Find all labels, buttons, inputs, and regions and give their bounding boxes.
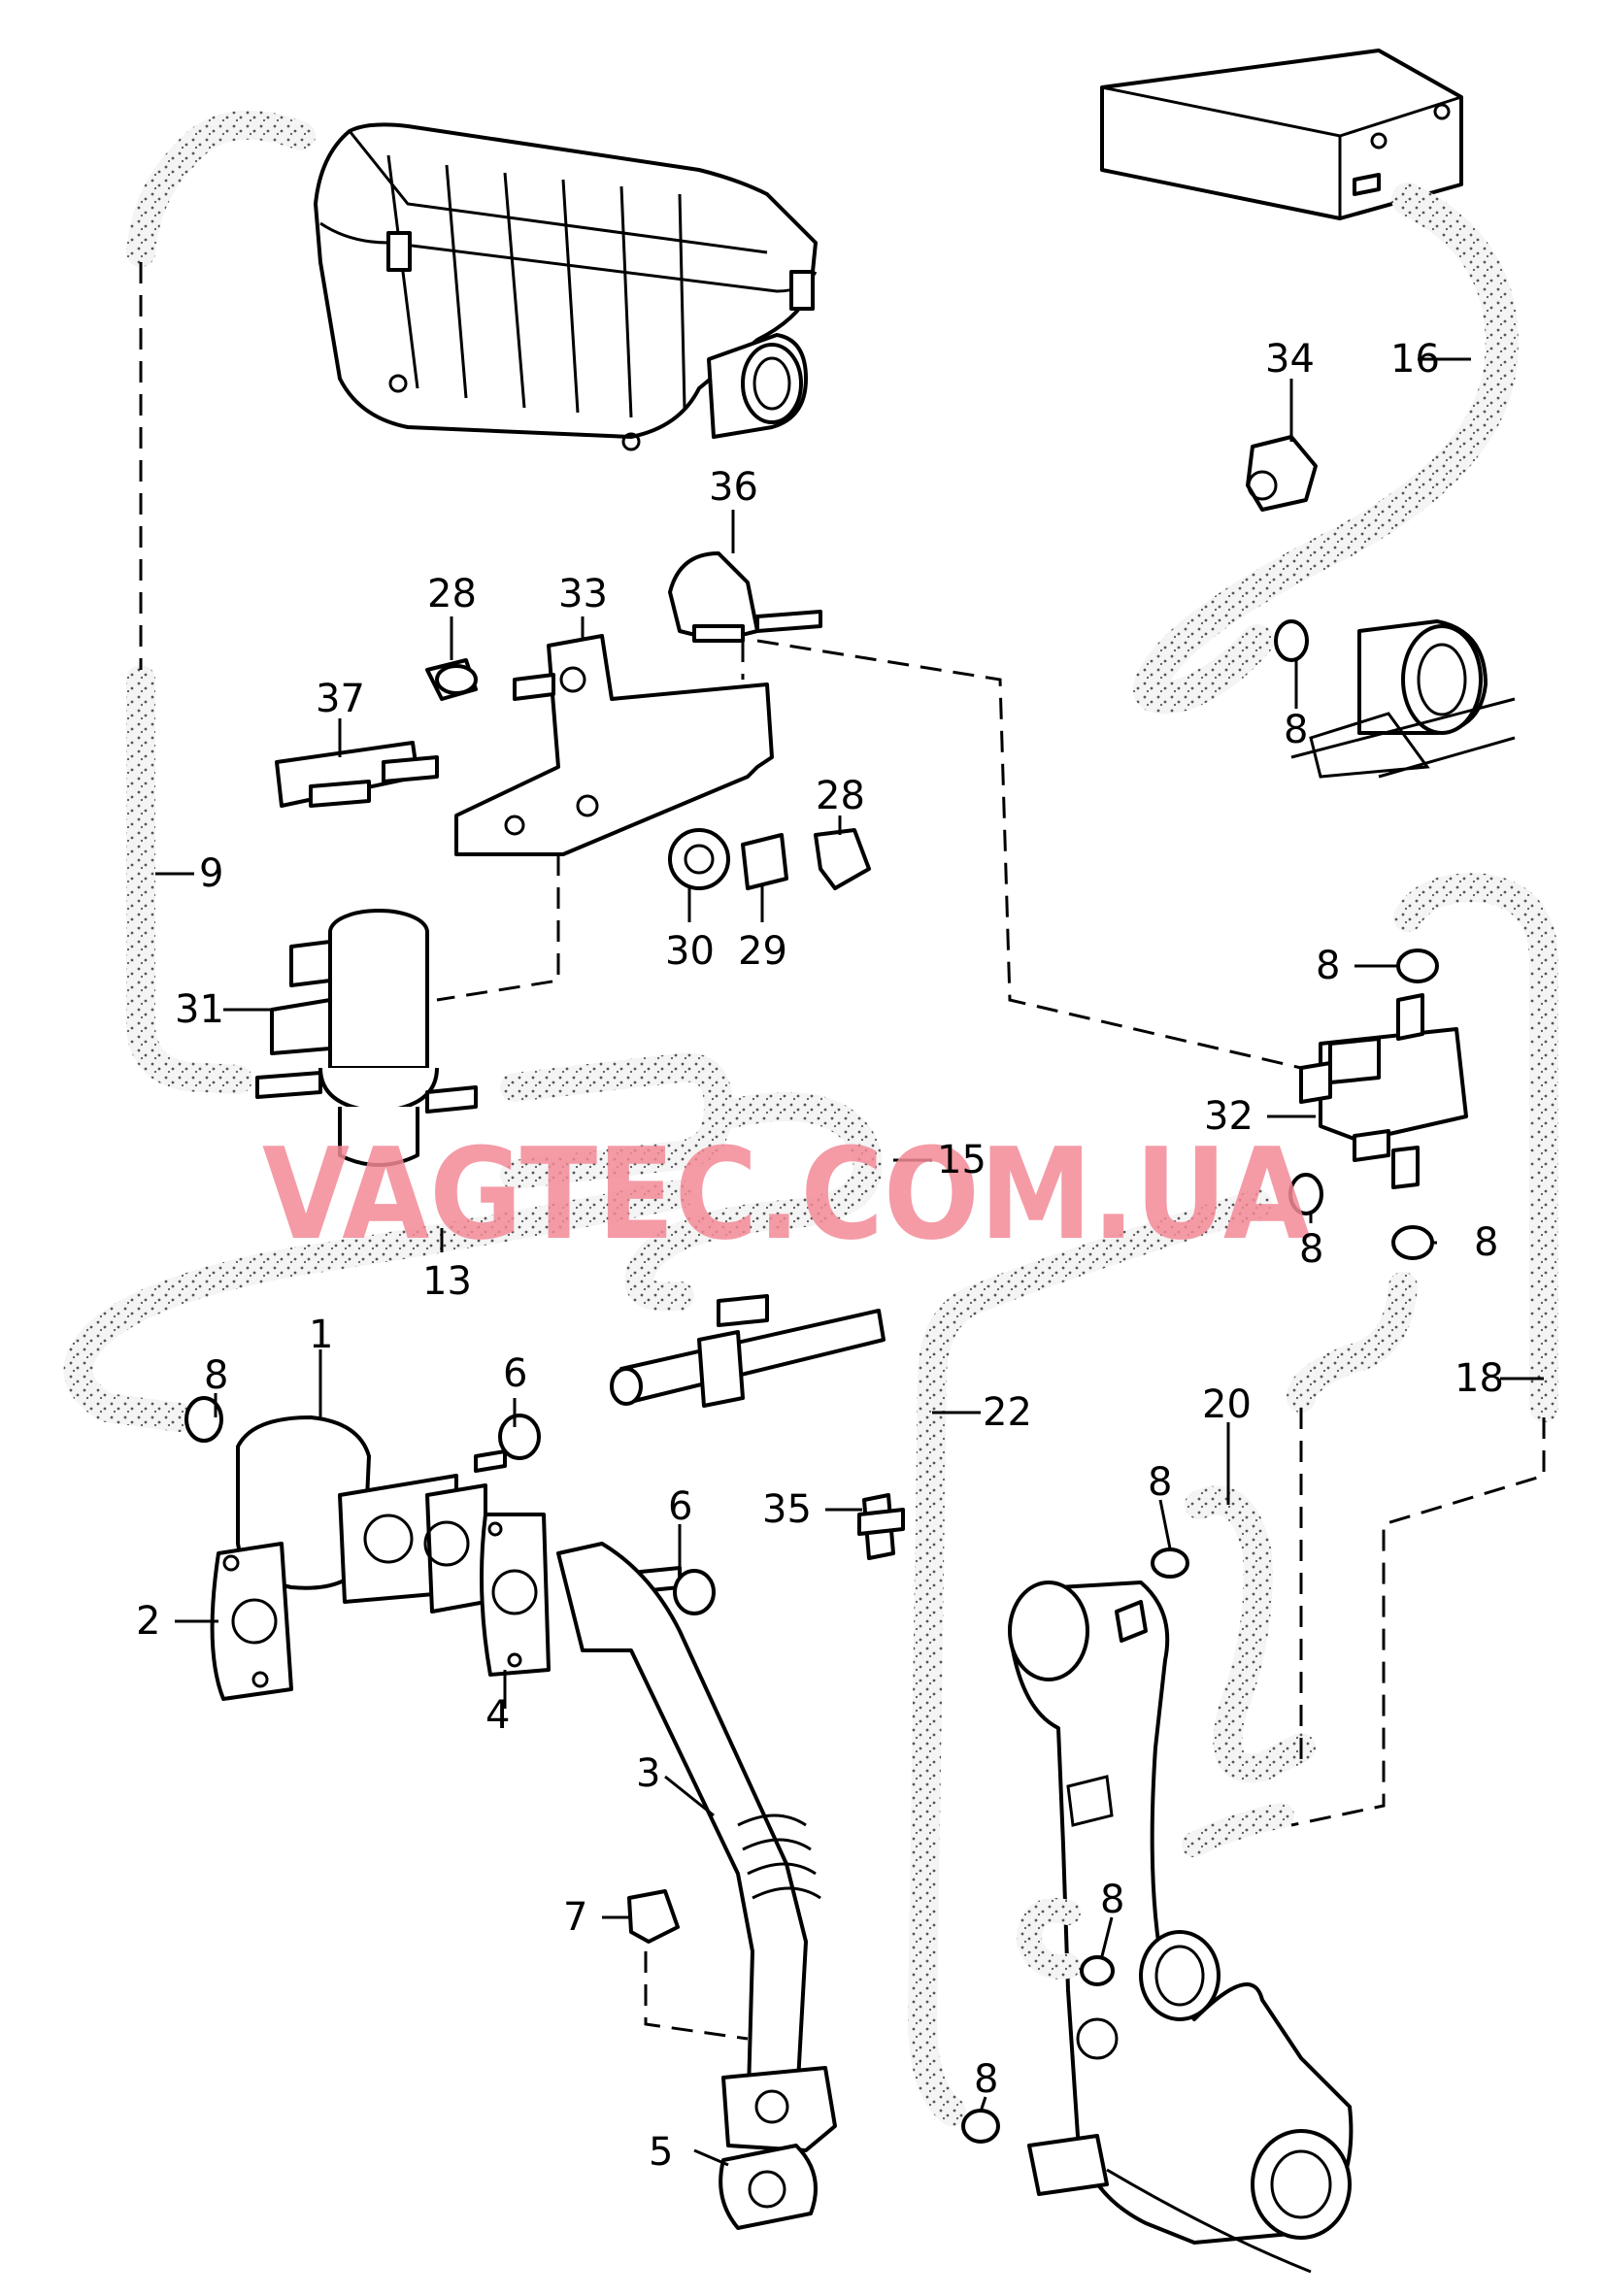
sleeve-29 (741, 833, 788, 890)
callout-8-valve-b: 8 (1299, 1227, 1323, 1272)
callout-7: 7 (563, 1895, 587, 1940)
egr-pipe-3 (556, 1542, 837, 2152)
bushing-30 (668, 828, 730, 890)
hose-20 (1287, 1272, 1418, 1413)
bracket-36 (668, 551, 822, 643)
bolt-6-upper (474, 1414, 541, 1473)
callout-20: 20 (1202, 1382, 1252, 1427)
callout-6-upper: 6 (503, 1351, 527, 1396)
callout-35: 35 (762, 1487, 812, 1532)
callout-32: 32 (1204, 1094, 1254, 1139)
clamp-8-32a (1396, 948, 1439, 983)
callout-29: 29 (738, 929, 787, 974)
grommet-34 (1246, 435, 1318, 512)
bracket-33 (454, 634, 774, 856)
plate-37 (275, 741, 439, 808)
fitting-35 (857, 1493, 905, 1560)
callout-8-turbo: 8 (1100, 1878, 1124, 1922)
reference-lines (139, 262, 1546, 2041)
valve-31 (255, 909, 478, 1167)
callout-8-hose20: 8 (1148, 1460, 1172, 1505)
hose-22 (908, 1189, 1272, 2126)
callout-1: 1 (309, 1313, 333, 1357)
intake-pipe-lower (1008, 1581, 1354, 2245)
callout-13: 13 (422, 1259, 472, 1304)
callout-5: 5 (649, 2130, 673, 2175)
clamp-8-20 (1151, 1547, 1189, 1579)
callout-3: 3 (636, 1751, 660, 1796)
callout-15: 15 (937, 1138, 986, 1182)
clamp-8-turbo (1080, 1955, 1115, 1986)
callout-8-egr: 8 (204, 1353, 228, 1398)
gasket-5 (719, 2144, 818, 2230)
hose-13 (63, 1180, 694, 1432)
callout-6-lower: 6 (668, 1484, 692, 1529)
callout-8-top: 8 (1284, 708, 1308, 752)
hose-18 (1393, 873, 1558, 1422)
callout-9: 9 (199, 851, 223, 896)
nut-7 (627, 1889, 680, 1944)
leader-lines (155, 357, 1544, 2167)
callout-4: 4 (485, 1693, 510, 1738)
callout-labels: 1 2 3 4 5 6 6 7 8 8 8 8 8 8 8 8 9 13 15 … (136, 337, 1504, 2175)
clamp-8-32b (1391, 1225, 1434, 1260)
clamp-8-32c (1288, 1173, 1323, 1215)
clamp-8-egr (184, 1396, 223, 1443)
watermark-text: VAGTEC.COM.UA (262, 1120, 1311, 1268)
callout-2: 2 (136, 1599, 160, 1644)
callout-34: 34 (1265, 337, 1315, 382)
callout-28-top: 28 (427, 572, 477, 616)
hose-16 (1133, 183, 1519, 715)
callout-36: 36 (709, 465, 758, 510)
air-filter-housing (314, 122, 818, 451)
gasket-2 (210, 1542, 293, 1701)
hose-clamp-8-top (1274, 619, 1309, 662)
callout-33: 33 (558, 572, 608, 616)
callout-22: 22 (983, 1390, 1032, 1435)
callout-30: 30 (665, 929, 715, 974)
nut-28-right (814, 828, 871, 890)
hose-9 (126, 110, 316, 267)
sensor-bottom (1027, 2134, 1312, 2274)
callout-18: 18 (1455, 1356, 1504, 1401)
intake-pipe-upper (1290, 619, 1516, 779)
gasket-4 (480, 1513, 551, 1677)
callout-37: 37 (316, 677, 365, 721)
pipe-fitting-15 (610, 1294, 886, 1408)
callout-8-bottom: 8 (974, 2057, 998, 2102)
clamp-8-22 (961, 2109, 1000, 2144)
control-unit-box (1100, 49, 1463, 220)
callout-8-valve-c: 8 (1474, 1220, 1498, 1265)
callout-28-right: 28 (816, 774, 865, 818)
valve-32 (1299, 993, 1468, 1189)
callout-16: 16 (1390, 337, 1440, 382)
callout-31: 31 (175, 987, 224, 1032)
callout-8-valve-a: 8 (1316, 944, 1340, 988)
nut-28-top (425, 658, 478, 701)
